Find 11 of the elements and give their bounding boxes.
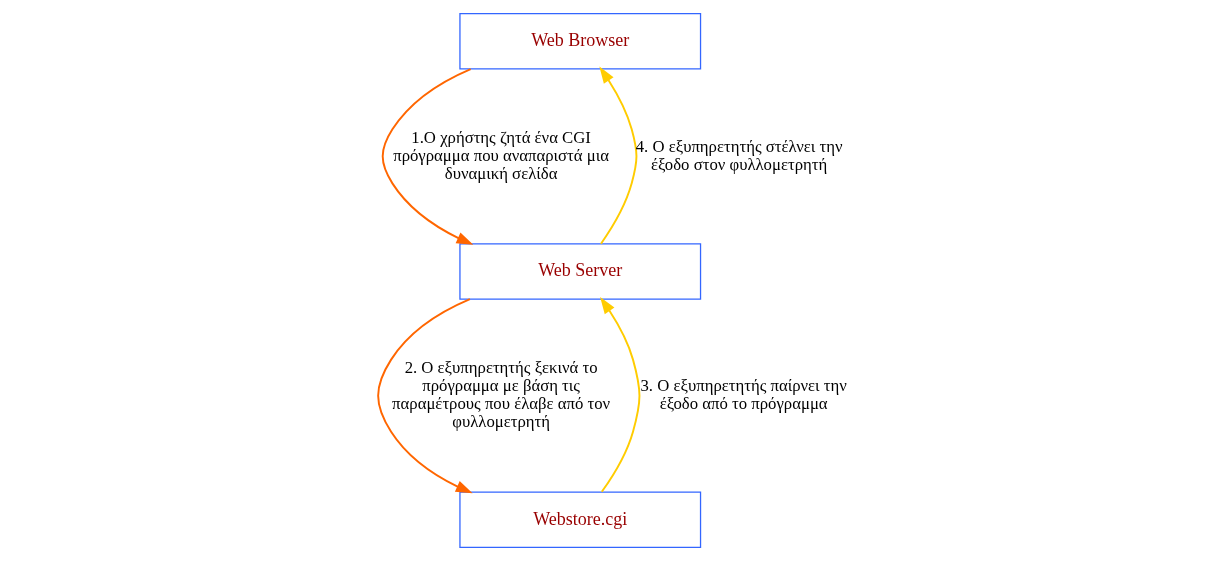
- node-box: Web Browser: [459, 12, 702, 70]
- arrow: [381, 68, 474, 245]
- node-box: Web Server: [459, 243, 702, 300]
- node-box: Webstore.cgi: [459, 491, 702, 549]
- edge-label: 1.Ο χρήστης ζητά ένα CGI πρόγραμμα που αναπαριστά μια δυναμική σελίδα: [393, 127, 610, 183]
- arrow: [599, 66, 638, 245]
- arrow: [377, 298, 473, 494]
- edge-label: 3. Ο εξυπηρετητής παίρνει την έξοδο από το πρόγραμμα: [640, 376, 847, 414]
- edge-label: 2. Ο εξυπηρετητής ξεκινά το πρόγραμμα με βάση τις παραμέτρους που έλαβε από τον φυλλομετρητή: [392, 358, 611, 432]
- arrow: [600, 297, 641, 493]
- edge-label: 4. Ο εξυπηρετητής στέλνει την έξοδο στον φυλλομετρητή: [635, 136, 843, 174]
